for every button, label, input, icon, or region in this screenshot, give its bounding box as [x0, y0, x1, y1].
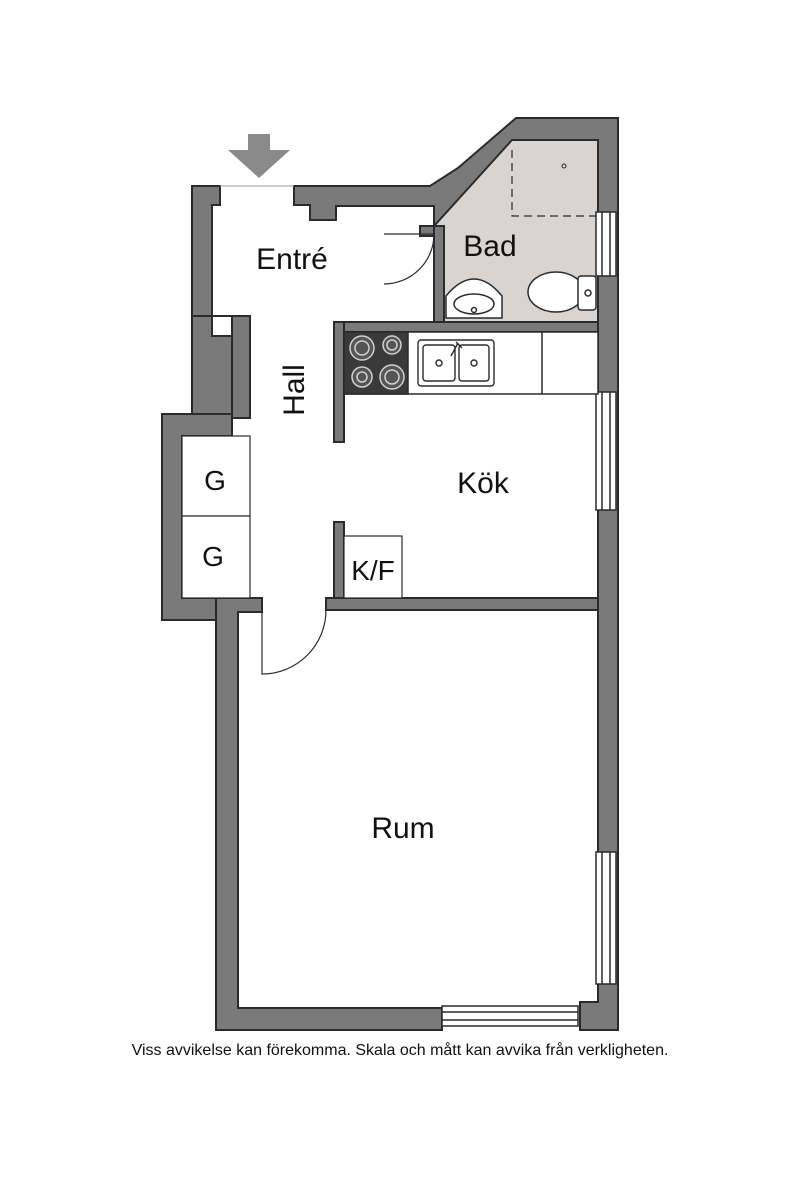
fridge-freezer-unit	[343, 535, 403, 599]
stove-icon	[343, 331, 409, 395]
sink-icon	[417, 339, 495, 387]
room-label-hall: Hall	[278, 364, 311, 416]
washbasin-icon	[445, 278, 503, 319]
closet-label: G	[202, 541, 224, 572]
shower-drain	[561, 163, 567, 169]
door-swing-icon	[261, 609, 327, 675]
room-label-entre: Entré	[256, 243, 328, 276]
floor-plan: Entré Bad Hall Kök Rum G G K/F	[161, 117, 619, 1031]
outer-walls	[161, 117, 619, 1031]
entrance-arrow-icon	[228, 134, 290, 178]
closet-units	[181, 435, 251, 599]
door-swing-icon	[383, 233, 435, 285]
disclaimer-text: Viss avvikelse kan förekomma. Skala och …	[131, 1042, 669, 1059]
closet-label: G	[204, 465, 226, 496]
window-icon	[595, 851, 617, 985]
room-label-rum: Rum	[371, 812, 434, 845]
toilet-icon	[527, 271, 597, 313]
window-icon	[441, 1005, 579, 1027]
window-icon	[595, 391, 617, 511]
fridge-freezer-label: K/F	[351, 555, 395, 586]
room-label-bad: Bad	[463, 230, 516, 263]
shower-area	[511, 150, 596, 217]
room-label-kok: Kök	[457, 467, 510, 500]
window-icon	[595, 211, 617, 277]
